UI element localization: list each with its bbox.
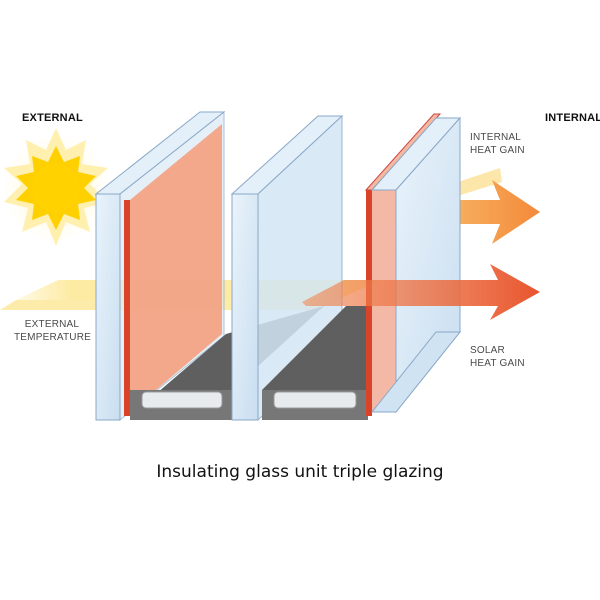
external-label: EXTERNAL [22,112,83,124]
external-temperature-label-line2: TEMPERATURE [14,332,92,343]
external-temperature-label-line1: EXTERNAL [24,319,80,330]
internal-heat-gain-label-line2: HEAT GAIN [470,145,525,156]
external-temperature-label: EXTERNAL TEMPERATURE [14,318,91,344]
diagram-caption: Insulating glass unit triple glazing [156,462,444,482]
internal-heat-gain-label: INTERNAL HEAT GAIN [470,131,525,157]
sun-icon [4,128,108,246]
internal-heat-gain-label-line1: INTERNAL [470,132,522,143]
solar-heat-gain-arrow [302,264,540,320]
solar-heat-gain-label-line1: SOLAR [470,345,505,356]
glass-pane-inner [364,113,462,416]
solar-heat-gain-label: SOLAR HEAT GAIN [470,344,525,370]
glass-pane-outer [94,110,226,422]
spacer-bar-2 [262,306,372,420]
low-e-coating-outer [130,124,222,412]
solar-heat-gain-label-line2: HEAT GAIN [470,358,525,369]
internal-label: INTERNAL [545,112,600,124]
